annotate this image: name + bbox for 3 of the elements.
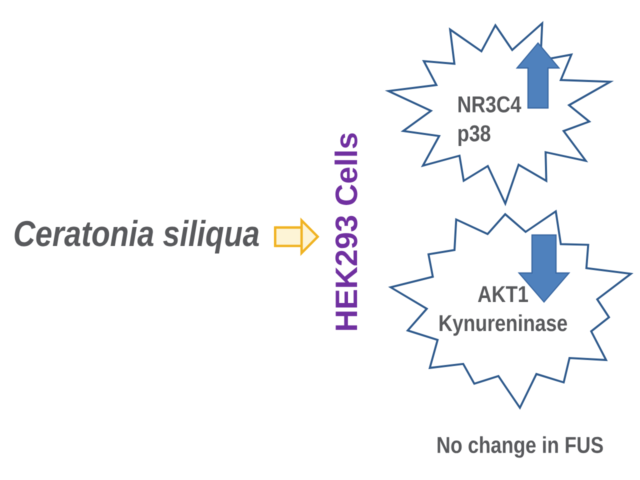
note-text: No change in FUS — [438, 436, 603, 458]
cell-line-label: HEK293 Cells — [334, 133, 358, 330]
species-label: Ceratonia siliqua — [14, 220, 259, 254]
